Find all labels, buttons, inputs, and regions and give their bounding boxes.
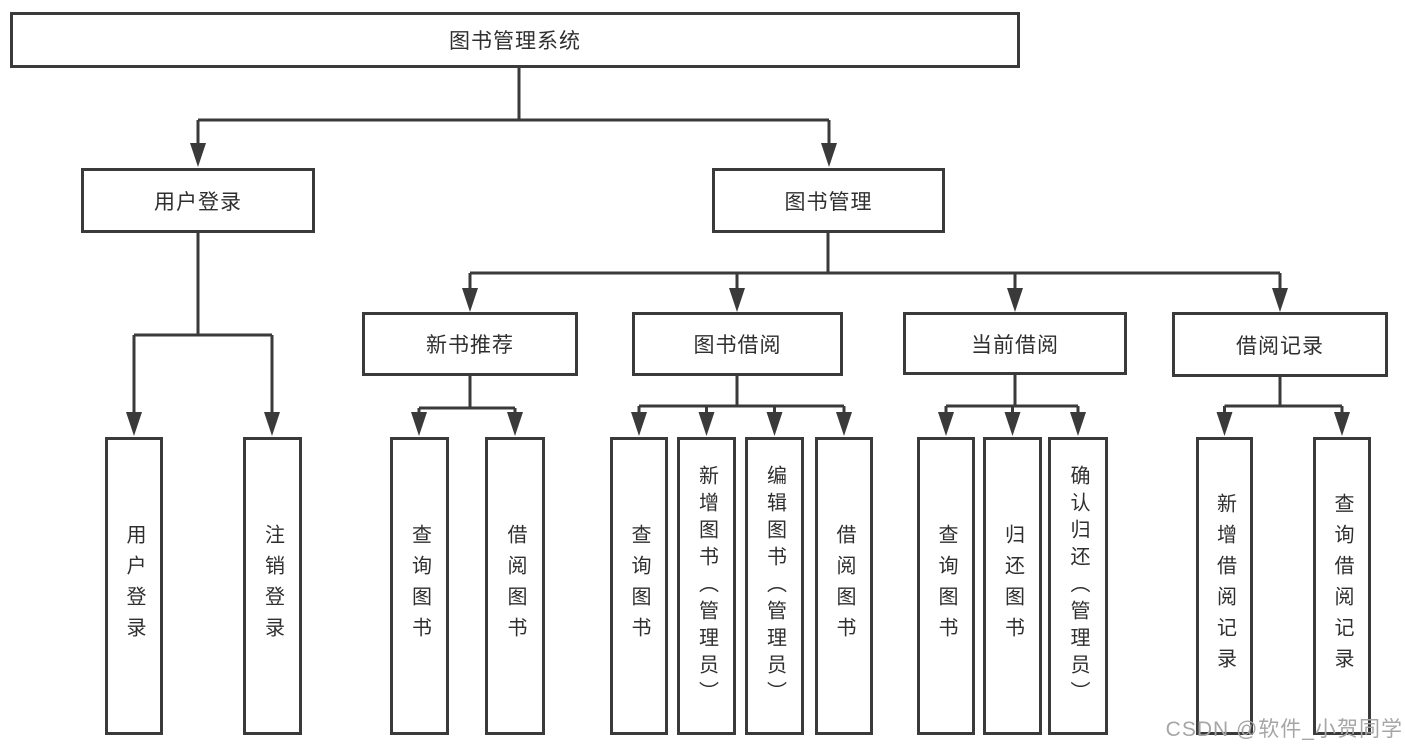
- leaf-return-books: 归还图书: [983, 437, 1042, 735]
- node-book-management: 图书管理: [712, 168, 945, 233]
- leaf-query-books-borrowing: 查询图书: [610, 437, 668, 735]
- node-new-book-recommend: 新书推荐: [362, 312, 578, 376]
- node-label: 查询图书: [408, 524, 431, 648]
- node-label: 查询图书: [628, 524, 650, 648]
- node-label: 注销登录: [261, 524, 284, 648]
- node-label: 查询借阅记录: [1331, 493, 1353, 679]
- node-label: 新增图书（管理员）: [695, 464, 718, 708]
- node-label: 借阅图书: [833, 524, 855, 648]
- leaf-query-borrow-record: 查询借阅记录: [1313, 437, 1371, 735]
- node-label: 用户登录: [123, 524, 145, 648]
- node-borrowing-records: 借阅记录: [1172, 312, 1388, 377]
- node-label: 归还图书: [1001, 524, 1024, 648]
- node-current-borrowing: 当前借阅: [903, 312, 1127, 375]
- node-label: 图书借阅: [693, 334, 782, 357]
- node-library-management-system: 图书管理系统: [10, 12, 1020, 68]
- leaf-user-login: 用户登录: [105, 437, 163, 735]
- leaf-borrow-books-recommend: 借阅图书: [485, 437, 545, 735]
- node-label: 查询图书: [935, 524, 957, 648]
- leaf-add-book-admin: 新增图书（管理员）: [677, 437, 736, 735]
- node-label: 当前借阅: [971, 333, 1059, 357]
- node-label: 编辑图书（管理员）: [763, 464, 786, 708]
- node-label: 借阅图书: [504, 524, 526, 648]
- arrowheads: [126, 143, 1350, 436]
- node-label: 图书管理: [784, 190, 873, 214]
- leaf-edit-book-admin: 编辑图书（管理员）: [745, 437, 804, 735]
- csdn-watermark: CSDN @软件_小贺同学: [1165, 718, 1403, 741]
- leaf-add-borrow-record: 新增借阅记录: [1196, 437, 1253, 735]
- leaf-query-books-current: 查询图书: [917, 437, 975, 735]
- node-user-login: 用户登录: [81, 168, 315, 233]
- node-label: 新增借阅记录: [1213, 493, 1236, 679]
- leaf-query-books-recommend: 查询图书: [390, 437, 449, 735]
- node-label: 用户登录: [154, 190, 242, 214]
- node-book-borrowing: 图书借阅: [632, 312, 843, 376]
- node-label: 新书推荐: [426, 334, 514, 357]
- node-label: 图书管理系统: [449, 30, 581, 53]
- leaf-confirm-return-admin: 确认归还（管理员）: [1048, 437, 1108, 735]
- leaf-logout: 注销登录: [243, 437, 302, 735]
- node-label: 确认归还（管理员）: [1067, 464, 1089, 708]
- node-label: 借阅记录: [1236, 334, 1324, 358]
- leaf-borrow-books-borrowing: 借阅图书: [815, 437, 873, 735]
